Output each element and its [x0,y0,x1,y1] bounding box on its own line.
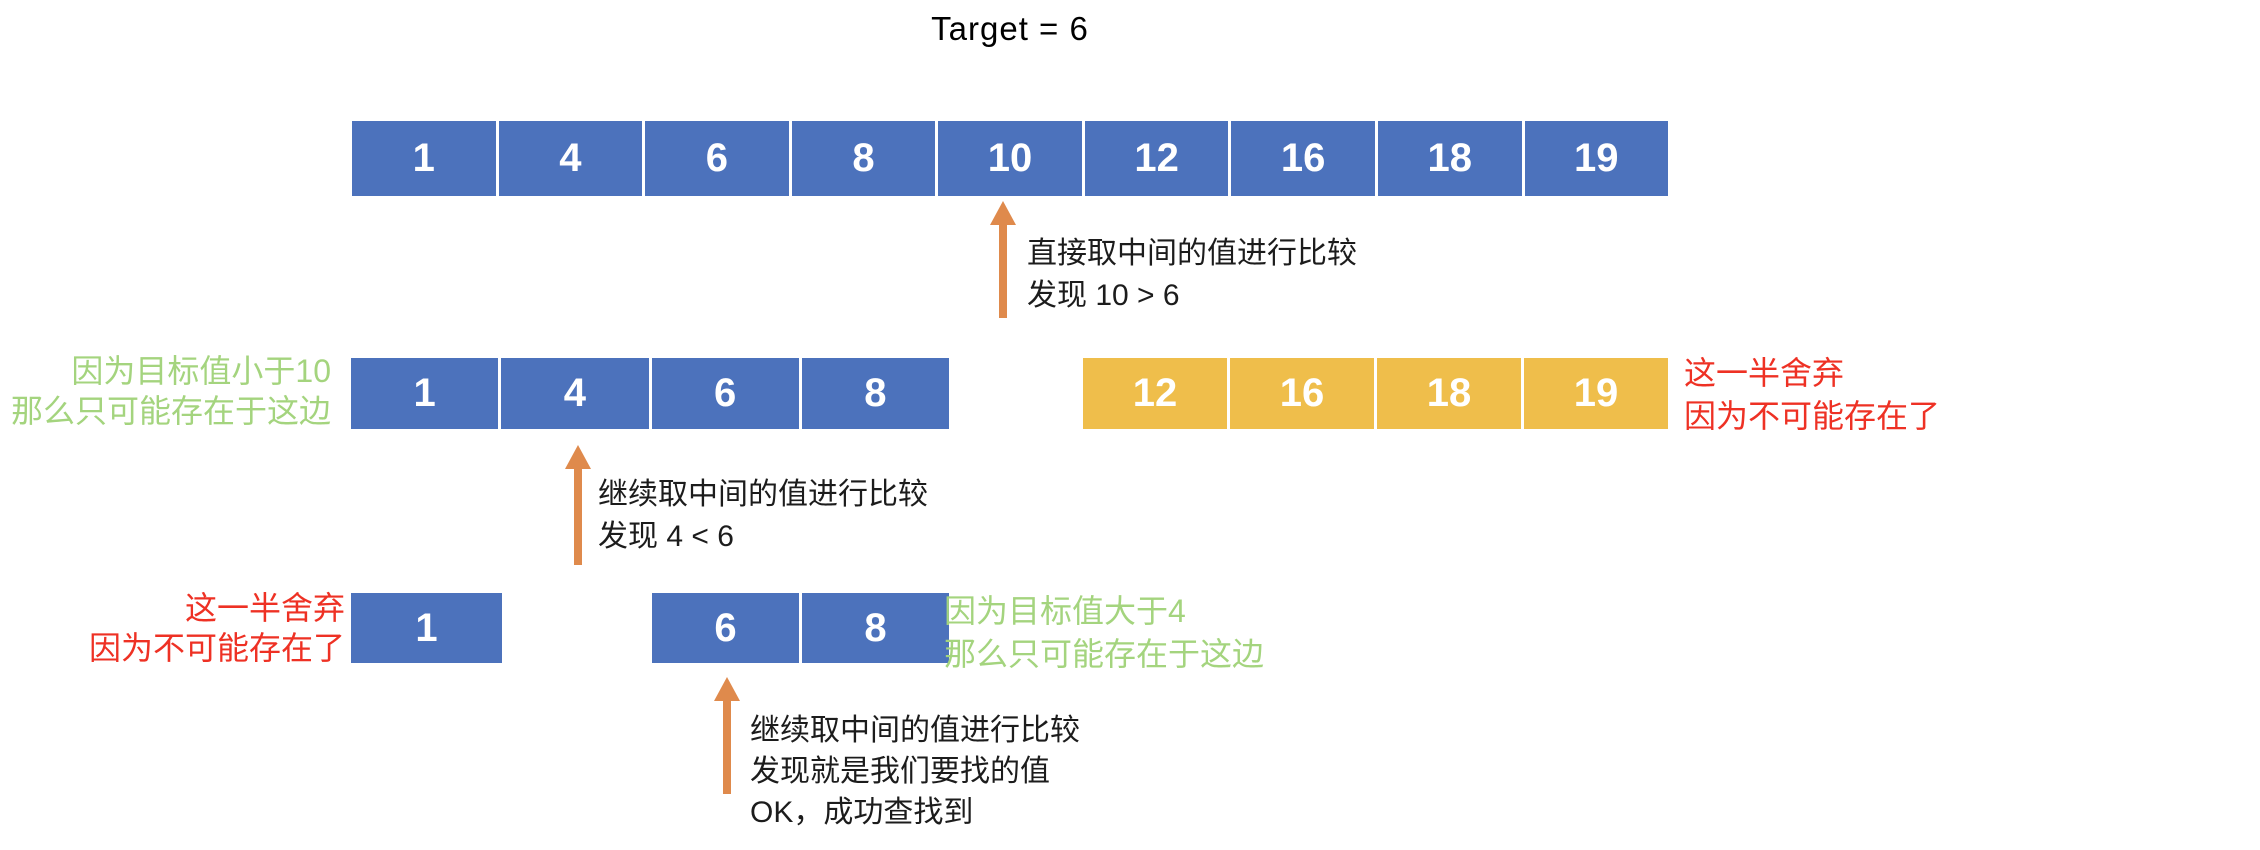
array-cell: 6 [651,358,799,429]
step3-note: 继续取中间的值进行比较 发现就是我们要找的值 OK，成功查找到 [750,710,1080,833]
array-cell: 1 [352,121,496,196]
step3-line3: OK，成功查找到 [750,796,974,829]
step2-line2: 发现 4 < 6 [598,520,734,553]
discard-right-line2: 因为不可能存在了 [1684,398,1941,434]
discard-left-line2: 因为不可能存在了 [88,630,345,666]
array-row-left-half: 1 4 6 8 [351,358,949,429]
arrow-head [714,677,740,701]
diagram-title: Target = 6 [931,10,1089,47]
array-cell: 8 [802,593,949,663]
discard-right-note: 这一半舍弃 因为不可能存在了 [1684,352,1940,438]
keep-left-line2: 那么只可能存在于这边 [10,393,331,429]
step1-line2: 发现 10 > 6 [1027,279,1180,312]
keep-left-line1: 因为目标值小于10 [71,353,331,389]
step3-line1: 继续取中间的值进行比较 [750,714,1080,747]
array-cell: 18 [1377,358,1521,429]
arrow-head [990,201,1016,225]
arrow-head [565,445,591,469]
array-cell: 1 [351,593,502,663]
arrow-shaft [574,469,582,565]
array-cell: 16 [1230,358,1374,429]
array-row-discarded-left: 1 [351,593,502,663]
array-cell: 1 [351,358,499,429]
array-cell: 19 [1524,121,1669,196]
array-row-final: 6 8 [652,593,949,663]
step1-note: 直接取中间的值进行比较 发现 10 > 6 [1027,233,1357,317]
array-cell: 6 [652,593,799,663]
array-cell: 19 [1524,358,1668,429]
arrow-shaft [999,225,1007,318]
array-cell: 4 [498,121,643,196]
up-arrow-icon [990,201,1016,318]
keep-left-note: 因为目标值小于10 那么只可能存在于这边 [11,351,331,431]
array-row-full: 1 4 6 8 10 12 16 18 19 [352,121,1669,196]
array-cell: 16 [1231,121,1375,196]
array-cell: 18 [1377,121,1522,196]
array-cell: 10 [938,121,1082,196]
up-arrow-icon [565,445,591,565]
discard-left-note: 这一半舍弃 因为不可能存在了 [89,588,345,668]
arrow-shaft [723,701,731,794]
array-cell: 4 [501,358,649,429]
array-cell: 8 [791,121,936,196]
array-cell: 12 [1083,358,1227,429]
array-cell: 8 [801,358,949,429]
keep-right-line1: 因为目标值大于4 [944,593,1186,629]
discard-right-line1: 这一半舍弃 [1684,355,1845,391]
array-cell: 12 [1084,121,1229,196]
discard-left-line1: 这一半舍弃 [184,590,345,626]
array-row-discarded-right: 12 16 18 19 [1083,358,1668,429]
step2-line1: 继续取中间的值进行比较 [598,478,928,511]
step3-line2: 发现就是我们要找的值 [750,755,1050,788]
step2-note: 继续取中间的值进行比较 发现 4 < 6 [598,474,928,558]
array-cell: 6 [645,121,789,196]
step1-line1: 直接取中间的值进行比较 [1027,237,1357,270]
up-arrow-icon [714,677,740,794]
keep-right-line2: 那么只可能存在于这边 [944,636,1265,672]
keep-right-note: 因为目标值大于4 那么只可能存在于这边 [944,590,1264,676]
